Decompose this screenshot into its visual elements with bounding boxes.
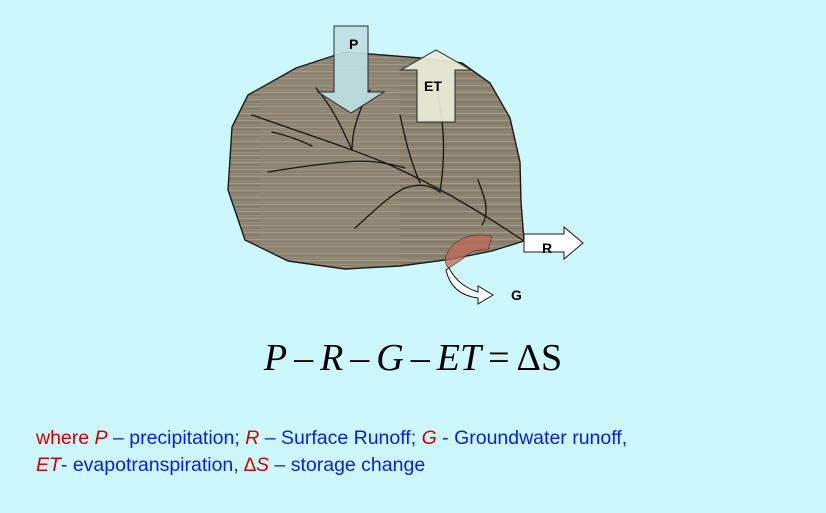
legend-g-symbol: G (421, 427, 437, 449)
legend-line-2: ET- evapotranspiration, ∆S – storage cha… (36, 452, 816, 479)
surface-runoff-label: R (542, 240, 552, 256)
eq-minus-1: – (294, 337, 314, 379)
legend-ds-symbol: ∆S (244, 454, 270, 476)
legend-r-symbol: R (245, 427, 260, 449)
eq-et: ET (436, 337, 482, 379)
eq-p: P (263, 337, 288, 379)
legend-p-desc: – precipitation; (107, 427, 246, 449)
surface-runoff-arrow (523, 225, 584, 261)
eq-g: G (376, 337, 404, 379)
eq-r: R (320, 337, 344, 379)
eq-minus-3: – (410, 337, 430, 379)
legend-p-symbol: P (94, 427, 108, 449)
groundwater-label: G (511, 287, 522, 303)
evapotranspiration-label: ET (424, 78, 442, 94)
watershed-diagram: P ET R G (227, 25, 584, 305)
eq-delta-s: ΔS (516, 337, 563, 379)
legend: where P – precipitation; R – Surface Run… (36, 425, 816, 479)
water-balance-equation: P–R–G–ET=ΔS (0, 336, 826, 380)
legend-line-1: where P – precipitation; R – Surface Run… (36, 425, 816, 452)
precipitation-label: P (349, 36, 358, 52)
legend-et-desc: - evapotranspiration, (60, 454, 245, 476)
groundwater-arrow (445, 267, 494, 305)
groundwater-band (444, 234, 493, 269)
evapotranspiration-arrow (399, 49, 473, 123)
legend-et-symbol: ET (36, 454, 61, 476)
eq-minus-2: – (350, 337, 370, 379)
eq-equals: = (488, 337, 510, 379)
legend-r-desc: – Surface Runoff; (259, 427, 422, 449)
stream-network (251, 87, 525, 242)
legend-where: where (36, 427, 95, 449)
legend-ds-desc: – storage change (269, 454, 426, 476)
legend-g-desc: - Groundwater runoff, (436, 427, 628, 449)
precipitation-arrow (316, 25, 386, 114)
